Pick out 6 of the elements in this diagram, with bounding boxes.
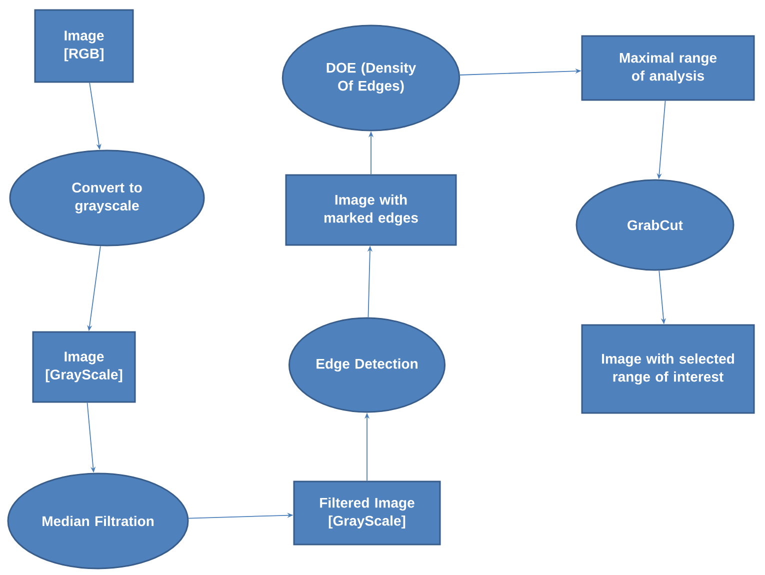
process-box: Filtered Image [GrayScale] bbox=[293, 480, 441, 546]
process-box: Image [RGB] bbox=[34, 9, 134, 83]
process-box: Maximal range of analysis bbox=[581, 35, 755, 101]
process-box: Image with selected range of interest bbox=[581, 324, 755, 414]
process-box: Image [GrayScale] bbox=[32, 331, 136, 403]
process-box: Image with marked edges bbox=[285, 174, 457, 246]
